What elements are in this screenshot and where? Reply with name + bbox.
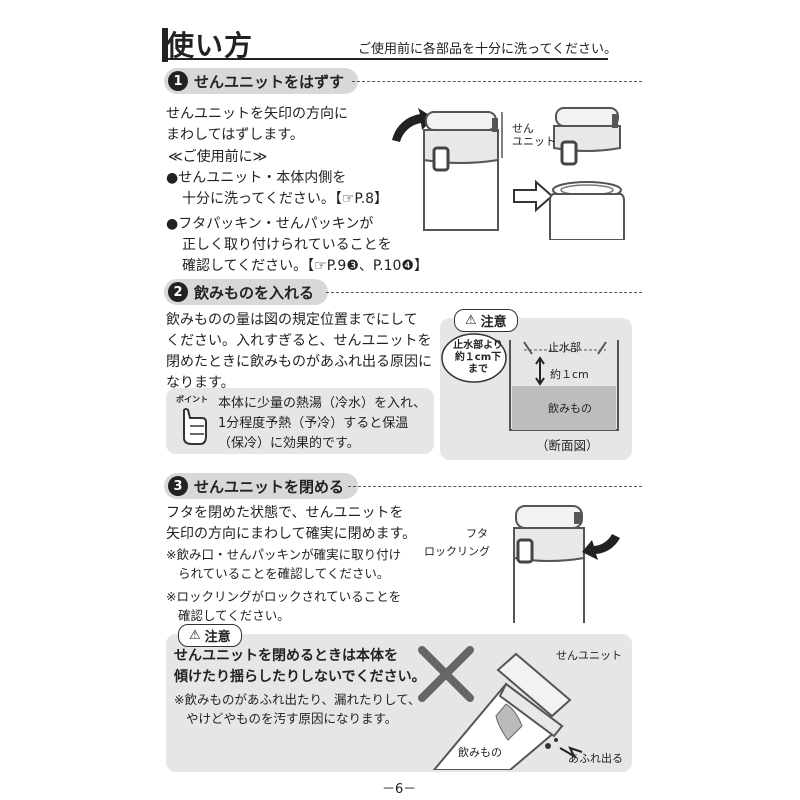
step3-illustration xyxy=(513,505,620,623)
splash-drop-icon xyxy=(554,738,558,742)
step3-text-line: 矢印の方向にまわして確実に閉めます。 xyxy=(166,526,417,542)
point-box xyxy=(166,388,434,454)
callout-line: 約１cm下 xyxy=(454,352,502,363)
step2-text-line: なります。 xyxy=(166,375,235,391)
label-unit-line: せん xyxy=(512,122,534,135)
label-1cm: 約１cm xyxy=(550,368,589,381)
step1-number: 1 xyxy=(168,71,188,91)
bullet-line: ●フタパッキン・せんパッキンが xyxy=(166,216,374,232)
page-number: －6－ xyxy=(382,782,417,797)
step2-heading: 2 飲みものを入れる xyxy=(164,279,329,305)
step1-before-title: ≪ご使用前に≫ xyxy=(168,149,268,165)
page-title: 使い方 xyxy=(166,29,254,62)
tilted-bottle-icon xyxy=(432,652,572,770)
warning-triangle-icon: ⚠ xyxy=(189,628,201,643)
double-arrow-icon xyxy=(535,356,545,386)
step2-text-line: 飲みものの量は図の規定位置までにして xyxy=(166,312,418,328)
label-unit: せん ユニット xyxy=(512,122,556,148)
title-underline xyxy=(168,58,608,60)
overflow-arrow-icon xyxy=(559,746,583,759)
step3-number: 3 xyxy=(168,476,188,496)
callout-bubble xyxy=(441,333,507,383)
label-stop: 止水部 xyxy=(548,341,581,354)
callout-line: まで xyxy=(468,364,488,375)
arrow-right-icon xyxy=(513,179,554,213)
point-text: 本体に少量の熱湯（冷水）を入れ、 1分程度予熱（予冷）すると保温 （保冷）に効果… xyxy=(218,394,426,454)
point-label: ポイント xyxy=(176,395,208,404)
point-hand-icon xyxy=(183,408,207,445)
warning-triangle-icon: ⚠ xyxy=(465,313,477,328)
caution-note-line: ※飲みものがあふれ出たり、漏れたりして、 xyxy=(174,692,421,707)
step2-dashed-rule xyxy=(326,292,642,293)
step1-heading: 1 せんユニットをはずす xyxy=(164,68,359,94)
cross-section-diagram xyxy=(441,333,619,431)
diagram-caption: （断面図） xyxy=(536,438,599,453)
step1-text-line: まわしてはずします。 xyxy=(166,127,304,143)
tilt-warning-illustration xyxy=(418,646,583,770)
detached-unit-icon xyxy=(553,107,621,166)
step1-text: せんユニットを矢印の方向に まわしてはずします。 xyxy=(166,104,348,146)
bullet-line: 正しく取り付けられていることを xyxy=(182,237,392,253)
callout-line: 止水部より xyxy=(453,340,503,351)
caution-badge: ⚠ 注意 xyxy=(178,624,242,647)
step3-text-line: フタを閉めた状態で、せんユニットを xyxy=(166,505,404,521)
caution-label: 注意 xyxy=(480,315,507,330)
point-text-line: 本体に少量の熱湯（冷水）を入れ、 xyxy=(218,396,427,411)
step3-dashed-rule xyxy=(348,486,642,487)
step1-text-line: せんユニットを矢印の方向に xyxy=(166,106,348,122)
step2-number: 2 xyxy=(168,282,188,302)
step2-title: 飲みものを入れる xyxy=(194,283,315,302)
splash-drop-icon xyxy=(545,743,551,749)
step1-dashed-rule xyxy=(352,81,642,82)
step3-heading: 3 せんユニットを閉める xyxy=(164,473,359,499)
note-line: 確認してください。 xyxy=(178,608,290,623)
step2-caution-badge: ⚠ 注意 xyxy=(454,309,518,332)
step2-text: 飲みものの量は図の規定位置までにして ください。入れすぎると、せんユニットを 閉… xyxy=(166,310,436,394)
label-drink: 飲みもの xyxy=(458,746,502,759)
note-line: ※飲み口・せんパッキンが確実に取り付け xyxy=(166,547,402,562)
caution-bold-line: せんユニットを閉めるときは本体を xyxy=(174,648,398,664)
label-drink: 飲みもの xyxy=(548,402,592,415)
step2-text-line: ください。入れすぎると、せんユニットを xyxy=(166,333,432,349)
caution-bold-text: せんユニットを閉めるときは本体を 傾けたり揺らしたりしないでください。 xyxy=(174,646,426,688)
step3-title: せんユニットを閉める xyxy=(194,477,345,496)
rotate-arrow-icon xyxy=(392,108,434,142)
callout-text: 止水部より 約１cm下 まで xyxy=(448,340,508,376)
note-line: られていることを確認してください。 xyxy=(178,566,390,581)
point-text-line: （保冷）に効果的です。 xyxy=(218,436,360,451)
step3-notes: ※飲み口・せんパッキンが確実に取り付け られていることを確認してください。 ※ロ… xyxy=(166,545,401,625)
rotate-arrow-icon xyxy=(582,534,620,560)
label-ring: ロックリング xyxy=(424,545,490,558)
bullet-line: 確認してください。【☞P.9❸、P.10❹】 xyxy=(182,258,428,274)
drink-level xyxy=(512,386,616,430)
title-bar xyxy=(162,28,168,62)
step1-bullets: ●せんユニット・本体内側を 十分に洗ってください。【☞P.8】 ●フタパッキン・… xyxy=(166,168,428,277)
label-unit: せんユニット xyxy=(556,649,622,662)
step1-illustration xyxy=(392,107,625,240)
bullet-line: 十分に洗ってください。【☞P.8】 xyxy=(182,191,389,207)
caution-note-line: やけどやものを汚す原因になります。 xyxy=(186,711,398,726)
point-text-line: 1分程度予熱（予冷）すると保温 xyxy=(218,416,409,431)
intro-text: ご使用前に各部品を十分に洗ってください。 xyxy=(358,42,617,57)
label-unit-line: ユニット xyxy=(512,135,556,148)
step1-title: せんユニットをはずす xyxy=(194,72,345,91)
bullet-line: ●せんユニット・本体内側を xyxy=(166,170,347,186)
caution-label: 注意 xyxy=(204,630,231,645)
bottle-with-unit-icon xyxy=(423,111,499,231)
step2-text-line: 閉めたときに飲みものがあふれ出る原因に xyxy=(166,354,432,370)
open-bottle-icon xyxy=(549,181,625,240)
closed-bottle-icon xyxy=(513,505,585,623)
caution-bold-line: 傾けたり揺らしたりしないでください。 xyxy=(174,669,426,685)
prohibit-x-icon xyxy=(418,646,474,702)
step3-text: フタを閉めた状態で、せんユニットを 矢印の方向にまわして確実に閉めます。 xyxy=(166,503,416,545)
note-line: ※ロックリングがロックされていることを xyxy=(166,589,402,604)
label-lid: フタ xyxy=(466,527,488,540)
caution-note: ※飲みものがあふれ出たり、漏れたりして、 やけどやものを汚す原因になります。 xyxy=(174,690,420,728)
label-overflow: あふれ出る xyxy=(568,752,623,765)
